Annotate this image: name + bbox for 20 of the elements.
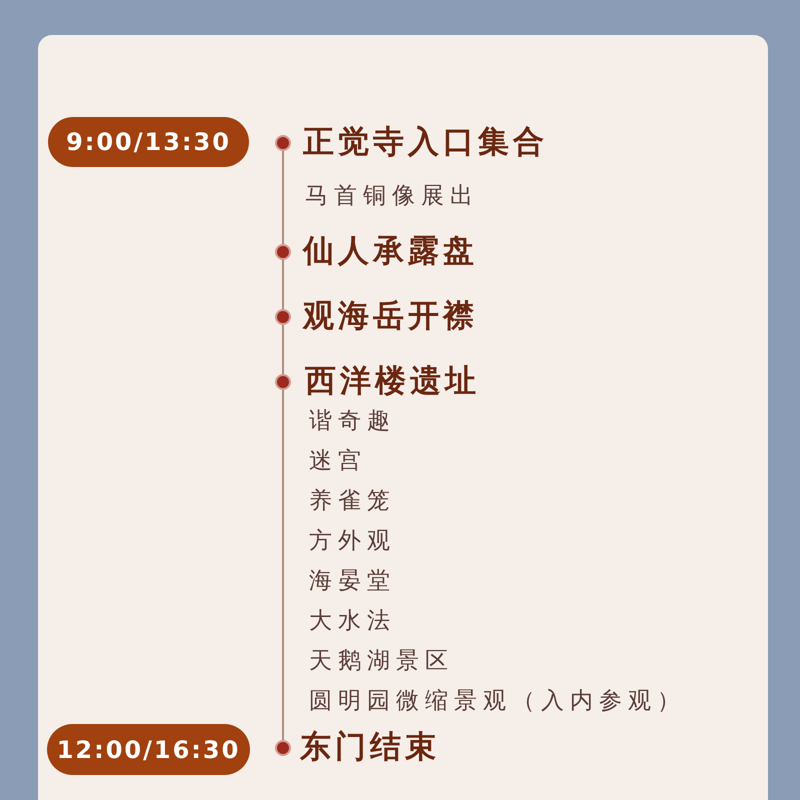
stop-detail: 谐奇趣	[309, 407, 396, 436]
stop-detail: 迷宫	[309, 447, 367, 476]
stop-title: 西洋楼遗址	[305, 362, 480, 400]
stop-detail: 天鹅湖景区	[309, 647, 454, 676]
stop-title: 东门结束	[300, 728, 440, 766]
stop-detail: 方外观	[309, 527, 396, 556]
stop-title: 仙人承露盘	[303, 232, 478, 270]
time-pill: 9:00/13:30	[48, 117, 249, 167]
timeline-line	[282, 260, 284, 309]
stop-detail: 大水法	[309, 607, 396, 636]
timeline-line	[282, 390, 284, 740]
stop-detail: 马首铜像展出	[305, 182, 479, 211]
stop-detail: 海晏堂	[309, 567, 396, 596]
time-pill: 12:00/16:30	[47, 724, 250, 775]
stop-detail: 圆明园微缩景观（入内参观）	[309, 687, 686, 716]
stop-title: 正觉寺入口集合	[303, 123, 548, 161]
stop-detail: 养雀笼	[309, 487, 396, 516]
timeline-line	[282, 325, 284, 374]
stop-title: 观海岳开襟	[303, 297, 478, 335]
timeline-line	[282, 151, 284, 244]
